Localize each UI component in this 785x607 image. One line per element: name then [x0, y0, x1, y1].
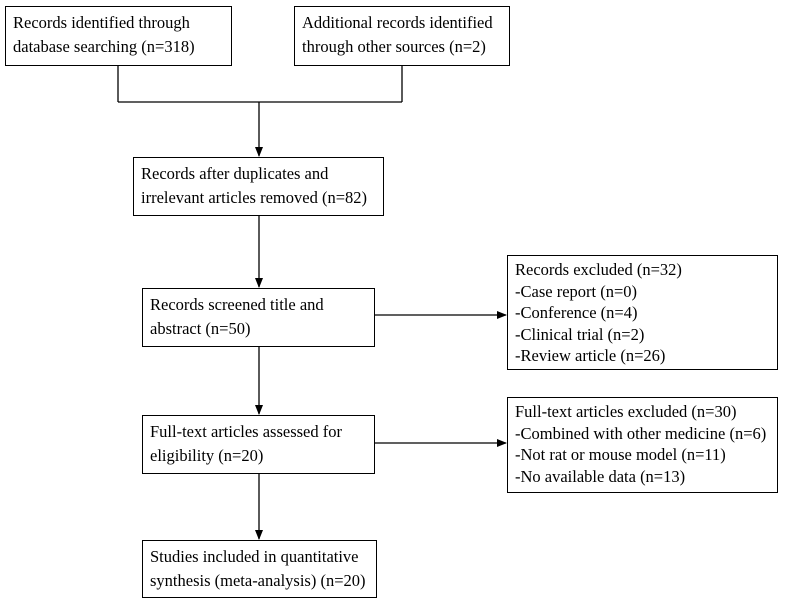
box-line: Records identified through: [13, 13, 190, 32]
box-line: eligibility (n=20): [150, 446, 264, 465]
box-line: -Case report (n=0): [515, 281, 638, 301]
box-line: Records excluded (n=32): [515, 260, 682, 279]
box-line: -Not rat or mouse model (n=11): [515, 445, 726, 464]
box-studies-included: Studies included in quantitative synthes…: [142, 540, 377, 598]
box-line: -Clinical trial (n=2): [515, 324, 645, 344]
box-screened: Records screened title and abstract (n=5…: [142, 288, 375, 347]
box-line: Full-text articles excluded (n=30): [515, 402, 737, 421]
box-records-excluded: Records excluded (n=32) -Case report (n=…: [507, 255, 778, 370]
box-other-sources: Additional records identified through ot…: [294, 6, 510, 66]
box-line: -Combined with other medicine (n=6): [515, 423, 767, 443]
box-database-searching: Records identified through database sear…: [5, 6, 232, 66]
box-line: irrelevant articles removed (n=82): [141, 188, 367, 207]
box-duplicates-removed: Records after duplicates and irrelevant …: [133, 157, 384, 216]
box-line: Additional records identified: [302, 13, 493, 32]
box-line: -No available data (n=13): [515, 466, 686, 486]
box-line: -Conference (n=4): [515, 303, 638, 322]
box-line: Studies included in quantitative: [150, 547, 359, 566]
box-line: Full-text articles assessed for: [150, 422, 342, 441]
box-line: -Review article (n=26): [515, 346, 666, 365]
box-line: database searching (n=318): [13, 37, 195, 56]
box-line: synthesis (meta-analysis) (n=20): [150, 571, 366, 590]
box-line: abstract (n=50): [150, 319, 251, 338]
box-full-text-assessed: Full-text articles assessed for eligibil…: [142, 415, 375, 474]
box-line: Records screened title and: [150, 295, 324, 314]
box-full-text-excluded: Full-text articles excluded (n=30) -Comb…: [507, 397, 778, 493]
box-line: Records after duplicates and: [141, 164, 329, 183]
box-line: through other sources (n=2): [302, 37, 486, 56]
